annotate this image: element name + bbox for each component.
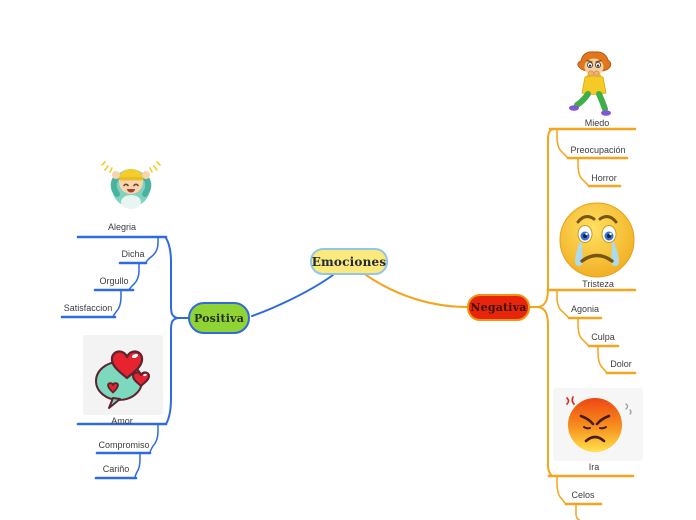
topic-horror[interactable]: Horror <box>591 173 617 183</box>
topic-miedo[interactable]: Miedo <box>584 118 610 128</box>
topic-culpa[interactable]: Culpa <box>591 332 615 342</box>
root-node-label: Emociones <box>311 254 387 269</box>
topic-dicha[interactable]: Dicha <box>121 249 145 259</box>
topic-satisfaccion[interactable]: Satisfaccion <box>63 303 113 313</box>
topic-compromiso[interactable]: Compromiso <box>98 440 150 450</box>
negativa-node-label: Negativa <box>470 301 527 314</box>
topic-alegria[interactable]: Alegria <box>107 222 137 232</box>
topic-tristeza[interactable]: Tristeza <box>582 279 614 289</box>
scared-boy-icon[interactable] <box>563 47 625 119</box>
topic-orgullo[interactable]: Orgullo <box>99 276 129 286</box>
topic-celos[interactable]: Celos <box>571 490 595 500</box>
topic-preocupacion[interactable]: Preocupación <box>570 145 626 155</box>
branch-node-positiva[interactable]: Positiva <box>188 302 250 334</box>
topic-agonia[interactable]: Agonia <box>570 304 600 314</box>
positiva-node-label: Positiva <box>193 311 245 325</box>
topic-dolor[interactable]: Dolor <box>610 359 632 369</box>
hearts-speech-bubble-icon[interactable] <box>83 335 163 415</box>
topic-amor[interactable]: Amor <box>111 416 133 426</box>
cheering-kid-icon[interactable] <box>99 152 163 210</box>
angry-emoji-icon[interactable] <box>553 388 643 461</box>
crying-emoji-icon[interactable] <box>552 201 644 280</box>
branch-node-negativa[interactable]: Negativa <box>467 294 530 321</box>
topic-ira[interactable]: Ira <box>588 462 600 472</box>
root-node-emociones[interactable]: Emociones <box>310 248 388 275</box>
topic-carino[interactable]: Cariño <box>102 464 130 474</box>
